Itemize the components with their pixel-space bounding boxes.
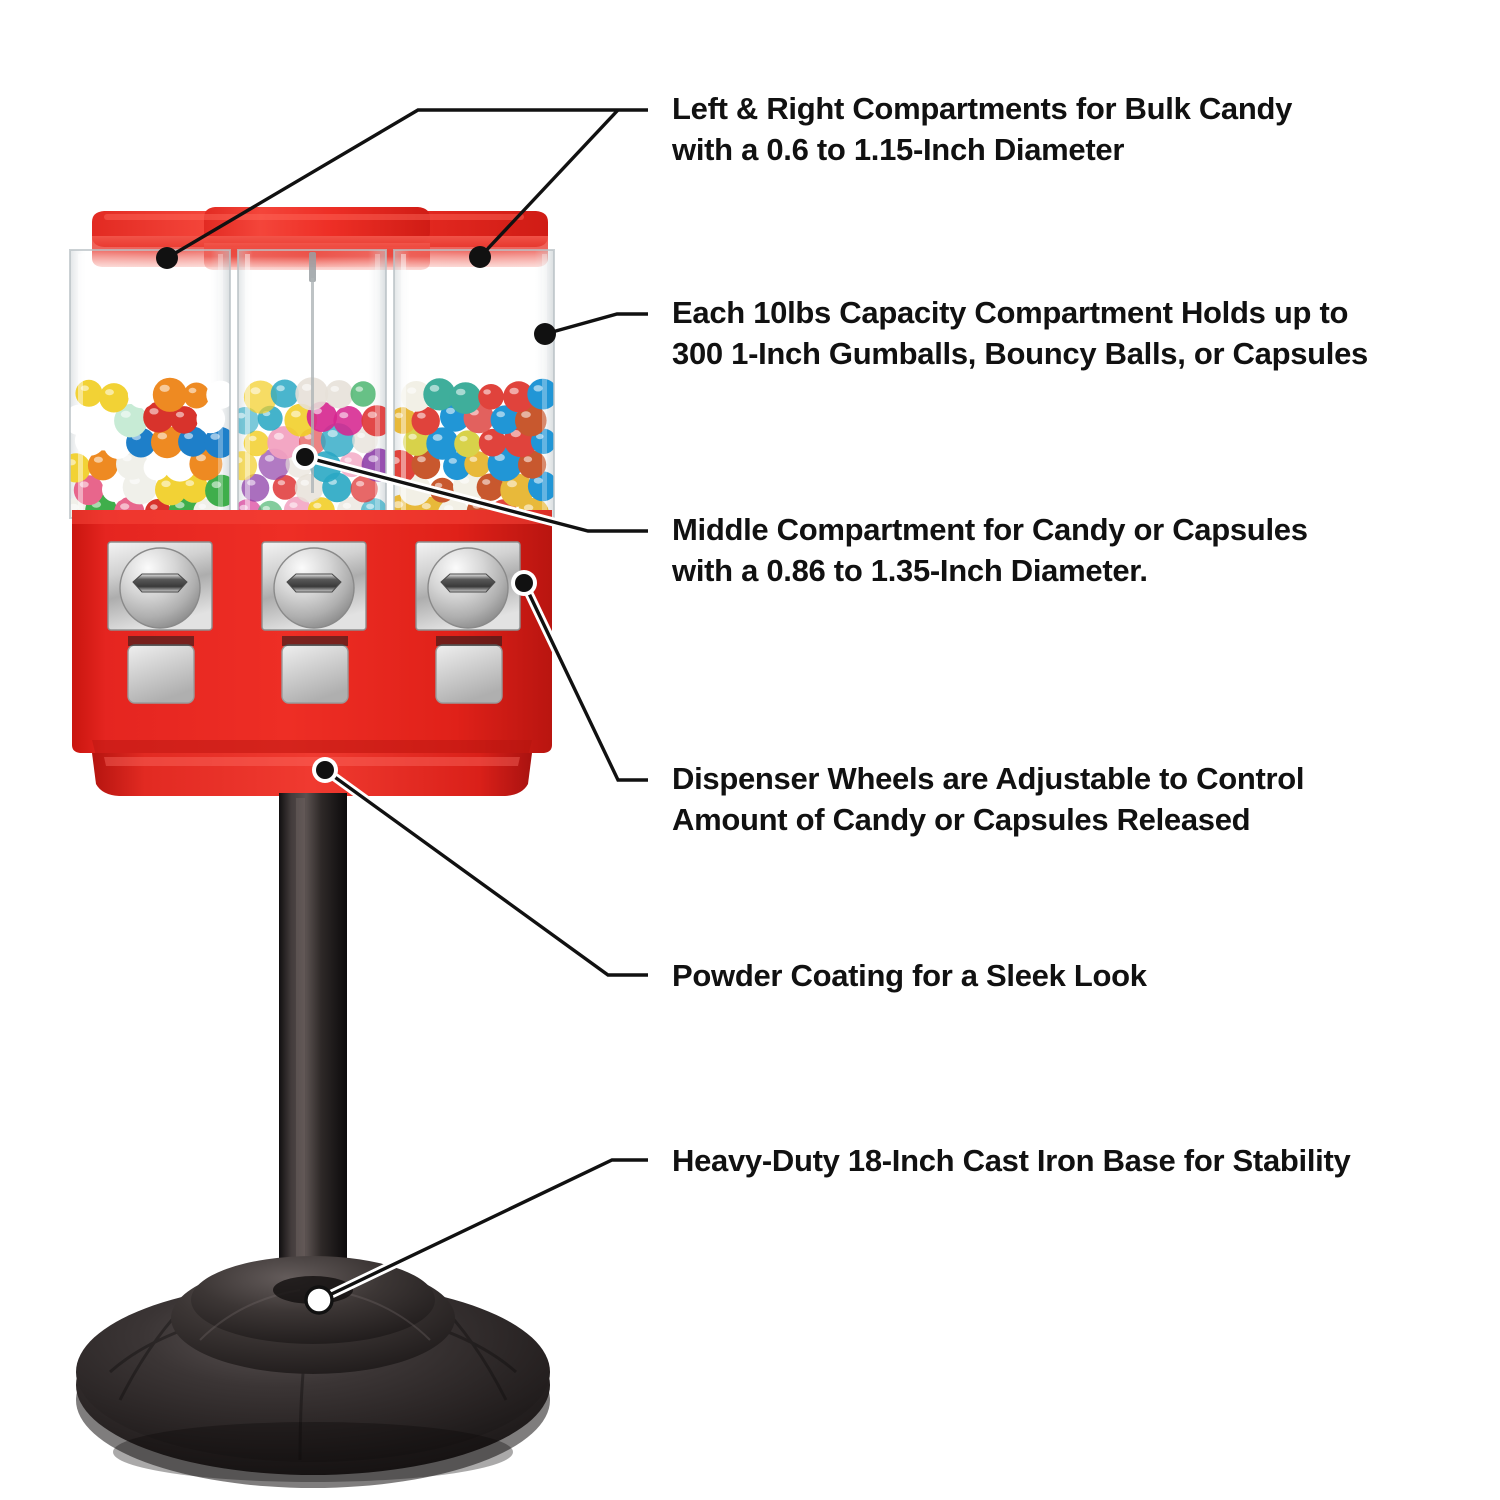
callout-label-capacity: Each 10lbs Capacity Compartment Holds up…: [672, 295, 1368, 371]
canister-right: [393, 249, 555, 519]
candy-canisters: [69, 249, 555, 519]
support-pole: [279, 793, 347, 1290]
canister-middle: [237, 249, 387, 519]
dispenser-unit-2[interactable]: [261, 541, 367, 704]
callout-label-dispenser-wheels: Dispenser Wheels are Adjustable to Contr…: [672, 761, 1305, 837]
callout-label-powder-coating: Powder Coating for a Sleek Look: [672, 958, 1147, 993]
cast-iron-base: [76, 1256, 550, 1488]
callout-label-left-right-compartments: Left & Right Compartments for Bulk Candy…: [672, 91, 1293, 167]
dispenser-unit-3[interactable]: [415, 541, 521, 704]
callout-label-cast-iron-base: Heavy-Duty 18-Inch Cast Iron Base for St…: [672, 1143, 1351, 1178]
dispenser-unit-1[interactable]: [107, 541, 213, 704]
machine-skirt: [92, 753, 532, 796]
canister-left: [69, 249, 231, 519]
callout-label-middle-compartment: Middle Compartment for Candy or Capsules…: [672, 512, 1308, 588]
dispenser-mechanisms: [107, 541, 521, 704]
